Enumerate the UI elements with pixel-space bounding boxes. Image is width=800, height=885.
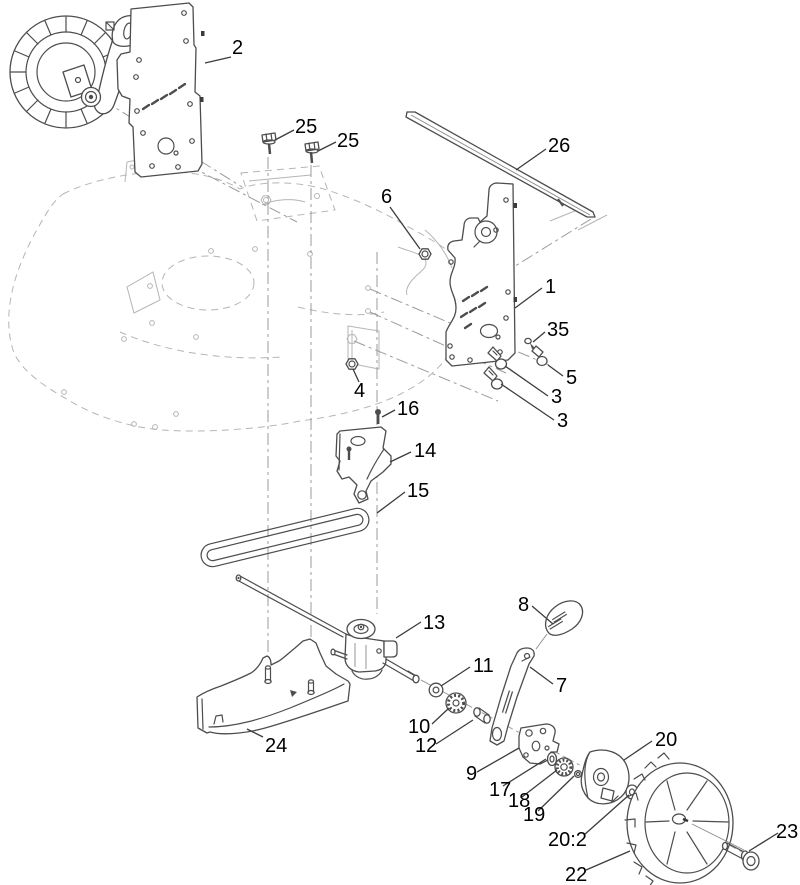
leader-line-6-35 [532,331,546,343]
part-label-24-19: 19 [523,804,545,826]
part-label-18-10: 10 [408,716,430,738]
part-label-19-12: 12 [415,735,437,757]
part-label-0-2: 2 [232,37,243,59]
leader-line-26-20:2 [583,794,630,836]
part-6-nut [418,248,432,260]
leader-line-9-3 [500,383,555,421]
part-label-20-24: 24 [265,735,287,757]
leader-line-21-9 [476,747,520,773]
part-17-washer [546,751,558,767]
leader-line-18-10 [431,707,450,725]
part-label-12-14: 14 [414,440,436,462]
leader-line-24-19 [537,775,575,812]
part-10-gear [445,692,467,714]
part-25-bolt-b [304,141,320,164]
part-label-11-16: 16 [397,398,419,420]
part-label-10-4: 4 [354,380,365,402]
leader-line-1-25 [274,129,295,141]
part-label-26-20:2: 20:2 [548,829,587,851]
part-35-screw [524,337,535,349]
part-3-screw-upper [487,346,508,370]
part-label-8-3: 3 [551,386,562,408]
part-label-16-11: 11 [473,655,494,677]
part-2-plate [116,2,205,178]
part-25-bolt-a [261,132,277,155]
front-wheel-assembly [9,15,144,129]
leader-line-11-16 [381,409,396,418]
part-label-22-17: 17 [489,779,511,801]
part-12-pin [473,707,491,724]
part-label-5-1: 1 [545,276,556,298]
part-8-grip [535,600,584,650]
leader-line-22-17 [502,758,547,787]
part-label-27-22: 22 [565,864,587,885]
part-24-belt-cover [196,638,351,735]
part-7-lever [489,647,535,746]
part-label-17-7: 7 [556,675,567,697]
part-3-screw-lower [483,366,504,390]
part-label-4-6: 6 [381,186,392,208]
part-label-21-9: 9 [466,763,477,785]
part-label-13-15: 15 [407,480,429,502]
part-22-wheel [624,752,745,885]
part-label-2-25: 25 [337,130,359,152]
leader-line-14-8 [531,605,554,625]
part-label-7-5: 5 [566,367,577,389]
part-4-nut [345,358,359,370]
leader-line-19-12 [435,719,474,745]
part-11-washer [428,682,444,698]
leader-line-25-20 [623,740,653,761]
part-19-ring [573,769,583,779]
leader-line-8-3 [504,365,549,397]
leader-line-5-1 [514,287,543,309]
leader-line-3-26 [515,148,547,171]
leader-line-15-13 [395,621,422,639]
part-13-transmission [330,618,420,684]
leader-line-12-14 [389,451,412,463]
leader-line-2-25 [317,141,337,152]
part-1-plate [445,182,517,367]
part-label-9-3: 3 [557,410,568,432]
part-20-hub [580,749,630,805]
leader-line-20-24 [246,728,264,738]
leader-line-27-22 [585,850,631,871]
part-label-28-23: 23 [776,821,798,843]
part-18-gear [554,757,574,777]
mower-deck-reference [8,156,608,432]
leader-line-23-18 [521,769,558,798]
part-label-6-35: 35 [547,319,569,341]
leader-line-10-4 [352,368,360,383]
part-label-25-20: 20 [655,729,677,751]
part-label-23-18: 18 [508,790,530,812]
part-label-14-8: 8 [518,594,529,616]
part-16-bolt [375,409,381,424]
leader-line-28-23 [748,832,779,852]
part-label-1-25: 25 [295,116,317,138]
leader-line-4-6 [389,206,421,250]
part-label-3-26: 26 [548,135,570,157]
part-label-15-13: 13 [423,612,445,634]
part-5-screw [531,345,548,367]
part-15-belt [200,507,370,568]
leader-line-13-15 [376,491,406,514]
leader-line-7-5 [547,364,564,377]
leader-lines [204,56,779,871]
leader-line-16-11 [440,666,471,687]
part-axle-shaft [235,574,347,638]
part-14-bracket [335,426,392,504]
part-26-rod [405,111,596,218]
leader-line-0-2 [204,56,232,64]
leader-line-17-7 [529,666,554,685]
part-23-bolt [721,841,760,871]
